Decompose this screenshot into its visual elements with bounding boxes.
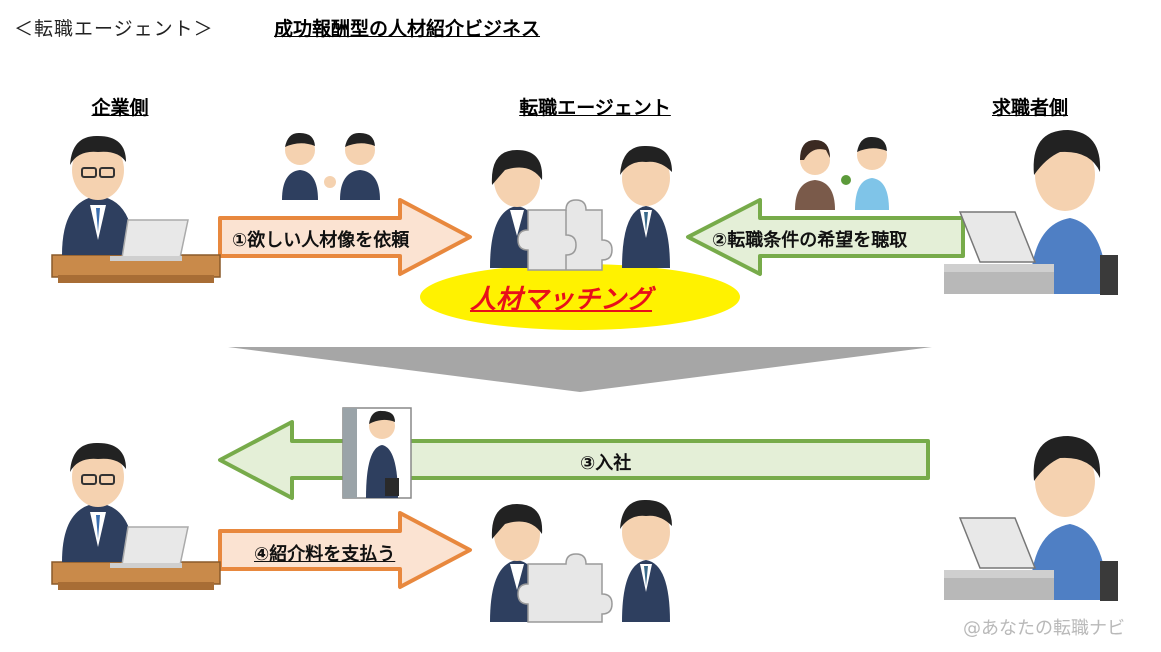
step3-label: ③入社 <box>580 453 632 474</box>
jobseeker-label: 求職者側 <box>991 97 1068 119</box>
agent-label: 転職エージェント <box>519 97 671 119</box>
jobseeker-person-icon-bottom <box>944 436 1118 601</box>
interview-pair-icon <box>795 136 889 210</box>
agent-pair-icon-bottom <box>490 499 672 623</box>
divider-triangle <box>228 347 932 392</box>
matching-label: 人材マッチング <box>470 285 653 315</box>
matching-ellipse <box>420 264 740 330</box>
door-entering-icon <box>342 407 412 499</box>
step2-label: ②転職条件の希望を聴取 <box>712 230 908 251</box>
header-bracket-title: ＜転職エージェント＞ <box>14 18 214 40</box>
company-label: 企業側 <box>91 97 149 119</box>
arrow-step1 <box>218 198 472 276</box>
arrow-step3 <box>218 420 930 500</box>
company-person-icon-top <box>51 135 221 283</box>
jobseeker-person-icon-top <box>944 130 1118 295</box>
arrow-step2 <box>686 198 965 276</box>
step4-label: ④紹介料を支払う <box>254 544 396 565</box>
step1-label: ①欲しい人材像を依頼 <box>232 230 410 251</box>
watermark-text: @あなたの転職ナビ <box>963 618 1125 639</box>
company-person-icon-bottom <box>51 442 221 590</box>
page-title: 成功報酬型の人材紹介ビジネス <box>274 18 541 40</box>
handshake-pair-icon <box>282 132 380 200</box>
agent-pair-icon-top <box>490 145 672 271</box>
arrow-step4 <box>218 511 472 589</box>
